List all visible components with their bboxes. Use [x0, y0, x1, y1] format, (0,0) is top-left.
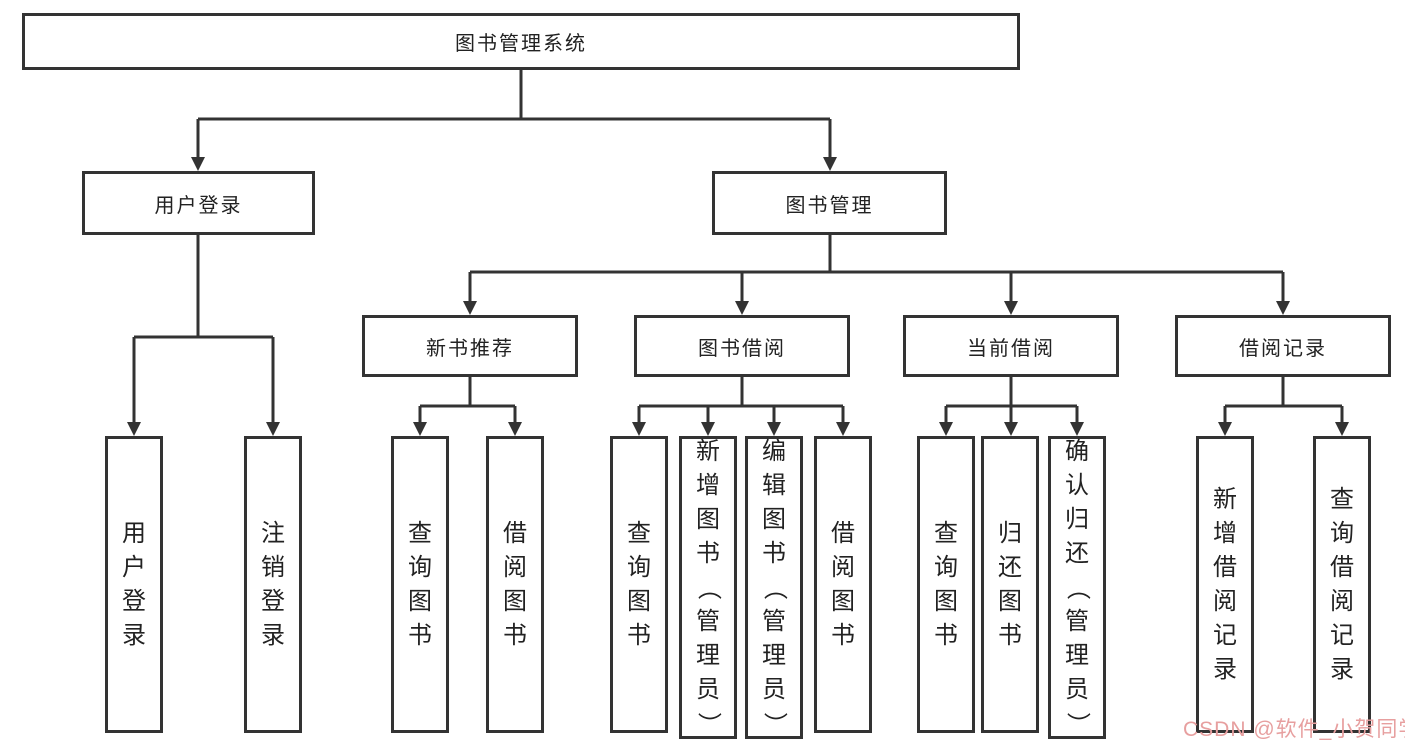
- node-current-borrow: 当前借阅: [903, 315, 1119, 377]
- node-book-borrow-label: 图书借阅: [698, 337, 786, 360]
- node-borrow-record-label: 借阅记录: [1239, 337, 1327, 360]
- node-book-management: 图书管理: [712, 171, 947, 235]
- leaf-borrow-add-book-admin: 新增图书（管理员）: [679, 436, 737, 739]
- leaf-record-query-record: 查询借阅记录: [1313, 436, 1371, 733]
- node-borrow-record: 借阅记录: [1175, 315, 1391, 377]
- leaf-user-login-label: 用户登录: [122, 519, 146, 649]
- node-root: 图书管理系统: [22, 13, 1020, 70]
- edge-borrow-record-to-leaves: [1218, 377, 1349, 436]
- leaf-record-add-record: 新增借阅记录: [1196, 436, 1254, 733]
- edge-user-login-to-leaves: [127, 235, 280, 436]
- edge-book-management-to-level3: [463, 235, 1290, 315]
- leaf-current-confirm-return-admin-label: 确认归还（管理员）: [1064, 437, 1091, 736]
- node-root-label: 图书管理系统: [455, 33, 587, 55]
- leaf-borrow-add-book-admin-label: 新增图书（管理员）: [695, 437, 722, 736]
- leaf-borrow-borrow-book-label: 借阅图书: [831, 519, 855, 649]
- leaf-user-login: 用户登录: [105, 436, 163, 733]
- leaf-borrow-query-book: 查询图书: [610, 436, 668, 733]
- leaf-borrow-edit-book-admin: 编辑图书（管理员）: [745, 436, 803, 739]
- edge-current-borrow-to-leaves: [939, 377, 1084, 436]
- leaf-current-confirm-return-admin: 确认归还（管理员）: [1048, 436, 1106, 739]
- leaf-borrow-borrow-book: 借阅图书: [814, 436, 872, 733]
- leaf-current-return-book: 归还图书: [981, 436, 1039, 733]
- leaf-record-query-record-label: 查询借阅记录: [1330, 485, 1354, 683]
- edge-new-book-rec-to-leaves: [413, 377, 522, 436]
- node-user-login: 用户登录: [82, 171, 315, 235]
- node-book-management-label: 图书管理: [785, 194, 874, 217]
- leaf-logout: 注销登录: [244, 436, 302, 733]
- leaf-borrow-query-book-label: 查询图书: [627, 519, 651, 649]
- leaf-current-query-book: 查询图书: [917, 436, 975, 733]
- node-user-login-label: 用户登录: [154, 194, 243, 217]
- leaf-current-query-book-label: 查询图书: [934, 519, 958, 649]
- edge-book-borrow-to-leaves: [632, 377, 850, 436]
- edge-root-to-level2: [191, 70, 837, 171]
- leaf-newrec-query-book-label: 查询图书: [408, 519, 432, 649]
- leaf-borrow-edit-book-admin-label: 编辑图书（管理员）: [761, 437, 788, 736]
- leaf-record-add-record-label: 新增借阅记录: [1213, 485, 1237, 683]
- leaf-newrec-borrow-book-label: 借阅图书: [503, 519, 527, 649]
- node-book-borrow: 图书借阅: [634, 315, 850, 377]
- watermark: CSDN @软件_小贺同学: [1183, 718, 1405, 741]
- leaf-newrec-query-book: 查询图书: [391, 436, 449, 733]
- leaf-current-return-book-label: 归还图书: [998, 519, 1022, 649]
- node-new-book-rec: 新书推荐: [362, 315, 578, 377]
- leaf-logout-label: 注销登录: [261, 519, 285, 649]
- leaf-newrec-borrow-book: 借阅图书: [486, 436, 544, 733]
- node-new-book-rec-label: 新书推荐: [426, 337, 514, 360]
- node-current-borrow-label: 当前借阅: [967, 337, 1055, 360]
